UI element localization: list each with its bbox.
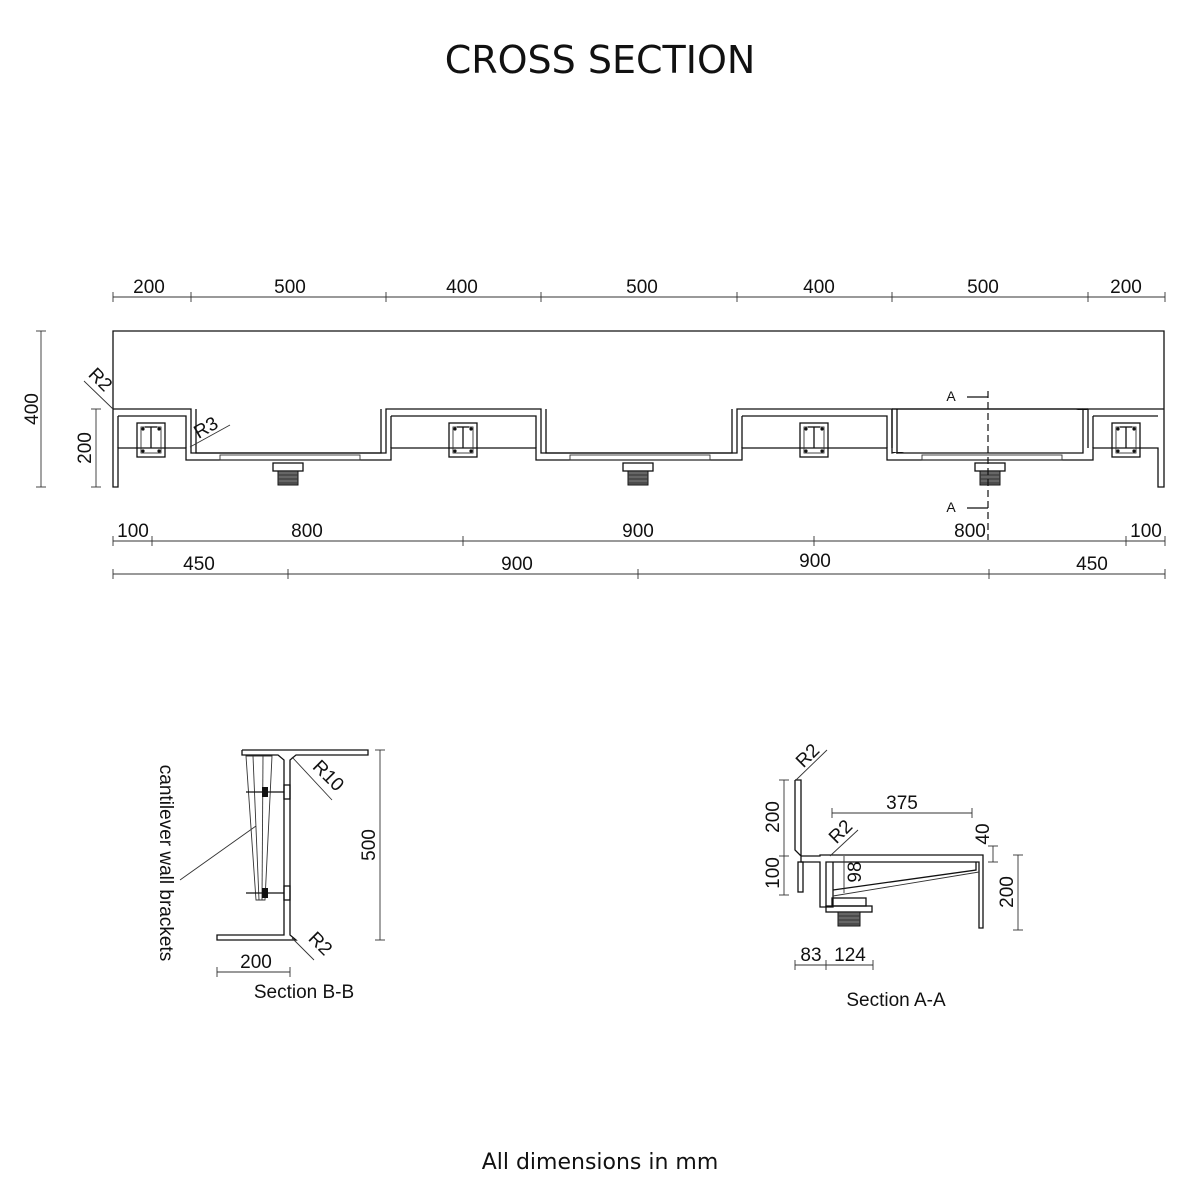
drain-1 [272, 462, 304, 486]
aa-radius-inner: R2 [825, 816, 857, 848]
drain-3 [974, 462, 1006, 486]
top-dim-4: 500 [626, 277, 658, 298]
bottom-dim2-2: 900 [501, 554, 533, 575]
bottom-dim2-3: 900 [799, 551, 831, 572]
top-dim-6: 500 [967, 277, 999, 298]
section-bb-label: Section B-B [254, 982, 354, 1003]
section-a-marker: A A [946, 388, 989, 540]
top-dimension-row: 200 500 400 500 400 500 200 [112, 277, 1166, 302]
radius-top-corner: R2 [84, 364, 116, 396]
section-aa: R2 R2 375 200 100 98 40 200 [763, 740, 1023, 1011]
left-dim-front: 200 [75, 432, 96, 464]
bottom-dim1-3: 900 [622, 521, 654, 542]
left-dim-overall: 400 [22, 393, 43, 425]
section-a-label-bottom: A [946, 499, 956, 515]
bracket-note: cantilever wall brackets [155, 765, 176, 961]
radius-basin-corner: R3 [190, 413, 222, 443]
bracket-2 [448, 422, 478, 458]
aa-dim-40: 40 [973, 823, 994, 844]
top-dim-3: 400 [446, 277, 478, 298]
drain-2 [622, 462, 654, 486]
section-a-label-top: A [946, 388, 956, 404]
bottom-dim1-4: 800 [954, 521, 986, 542]
aa-dim-124: 124 [834, 945, 866, 966]
top-dim-1: 200 [133, 277, 165, 298]
radius-callouts: R2 R3 [83, 364, 231, 448]
aa-dim-98: 98 [845, 861, 866, 882]
bottom-dimension-row-2: 450 900 900 450 [112, 551, 1166, 579]
bb-height-dim: 500 [359, 829, 380, 861]
bottom-dim2-4: 450 [1076, 554, 1108, 575]
aa-dim-83: 83 [800, 945, 821, 966]
bb-radius-top: R10 [308, 756, 347, 795]
section-bb: cantilever wall brackets R10 R2 500 200 … [155, 749, 385, 1003]
bottom-dim1-5: 100 [1130, 521, 1162, 542]
bracket-3 [799, 422, 829, 458]
top-dim-2: 500 [274, 277, 306, 298]
left-dimensions: 400 200 [22, 330, 101, 488]
bottom-dim1-1: 100 [117, 521, 149, 542]
aa-dim-375: 375 [886, 793, 918, 814]
section-aa-label: Section A-A [846, 990, 946, 1011]
footer-note: All dimensions in mm [481, 1150, 719, 1175]
bottom-dim1-2: 800 [291, 521, 323, 542]
aa-dim-200-right: 200 [997, 876, 1018, 908]
bracket-4 [1111, 422, 1141, 458]
bottom-dim2-1: 450 [183, 554, 215, 575]
aa-dim-200-left: 200 [763, 801, 784, 833]
bracket-1 [136, 422, 166, 458]
top-dim-5: 400 [803, 277, 835, 298]
bb-depth-dim: 200 [240, 952, 272, 973]
bottom-dimension-row-1: 100 800 900 800 100 [112, 521, 1166, 546]
cross-section-profile [112, 330, 1165, 488]
right-basin-patch [891, 408, 1089, 454]
top-dim-7: 200 [1110, 277, 1142, 298]
aa-dim-100: 100 [763, 857, 784, 889]
aa-radius-top: R2 [792, 740, 824, 772]
bb-radius-bottom: R2 [304, 928, 336, 960]
page-title: CROSS SECTION [444, 38, 756, 82]
